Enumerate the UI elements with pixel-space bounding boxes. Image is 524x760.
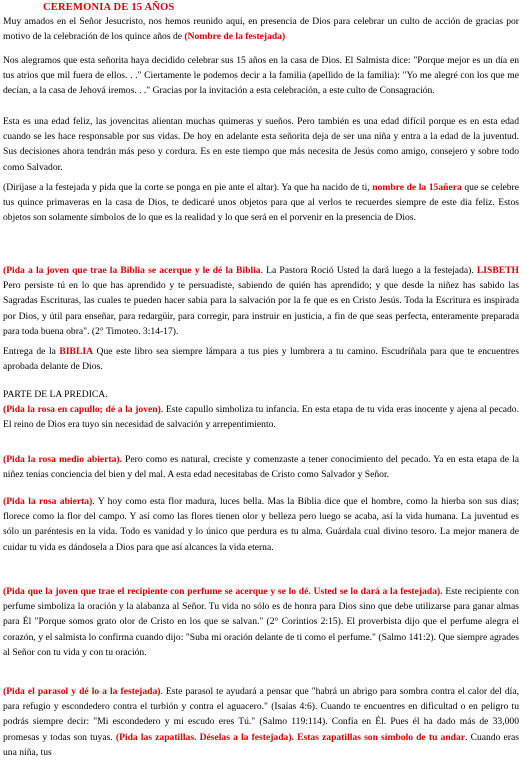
honoree-placeholder: nombre de la 15añera: [372, 182, 462, 193]
slippers-text: . Cuando eras una niña, tus: [3, 731, 519, 758]
slippers-instruction: (Pida las zapatillas. Déselas a la feste…: [115, 731, 466, 743]
rosebud-instruction: (Pida la rosa en capullo; dé a la joven): [3, 404, 161, 416]
bible-delivery-b: Que este libro sea siempre lámpara a tus…: [3, 346, 519, 373]
bible-paragraph: (Pida a la joven que trae la Biblia se a…: [3, 263, 519, 339]
rosebud-text: . Este capullo simboliza tu infancia. En…: [3, 404, 519, 431]
dedication-paragraph: (Diríjase a la festejada y pida que la c…: [3, 180, 519, 226]
honoree-name-placeholder: (Nombre de la festejada): [184, 31, 286, 43]
presenter-name: LISBETH: [476, 265, 520, 276]
parasol-paragraph: (Pida el parasol y dé lo a la festejada)…: [3, 684, 519, 760]
sermon-paragraph: PARTE DE LA PREDICA. (Pida la rosa en ca…: [3, 387, 519, 433]
bible-word: BIBLIA: [59, 346, 94, 357]
parasol-text: . Este parasol te ayudará a pensar que "…: [3, 686, 519, 743]
half-rose-text: Pero como es natural, creciste y comenza…: [3, 454, 519, 481]
parasol-instruction: (Pida el parasol y dé lo a la festejada): [3, 686, 161, 697]
open-rose-text: . Y hoy como esta flor madura, luces bel…: [3, 496, 519, 553]
document-title: CEREMONIA DE 15 AÑOS: [43, 2, 175, 13]
bible-delivery-paragraph: Entrega de la BIBLIA Que este libro sea …: [3, 344, 519, 374]
youth-paragraph: Esta es una edad feliz, las jovencitas a…: [3, 116, 519, 173]
bible-text-b: Pero persiste tú en lo que has aprendido…: [3, 280, 519, 337]
bible-instruction: (Pida a la joven que trae la Biblia se a…: [3, 265, 261, 276]
half-rose-instruction: (Pida la rosa medio abierta).: [3, 454, 122, 465]
perfume-paragraph: (Pida que la joven que trae el recipient…: [3, 584, 519, 660]
perfume-text: Este recipiente con perfume simboliza la…: [3, 586, 519, 658]
sermon-heading: PARTE DE LA PREDICA.: [3, 389, 108, 400]
bible-text-a: . La Pastora Roció Usted la dará luego a…: [260, 265, 477, 276]
welcome-paragraph: Nos alegramos que esta señorita haya dec…: [3, 55, 519, 97]
bible-delivery-a: Entrega de la: [3, 346, 60, 357]
intro-text: Muy amados en el Señor Jesucristo, nos h…: [3, 16, 519, 43]
dedication-text-b: que se celebre tus quince primaveras en …: [3, 182, 520, 224]
perfume-instruction: (Pida que la joven que trae el recipient…: [3, 586, 443, 597]
dedication-text-a: (Diríjase a la festejada y pida que la c…: [3, 182, 373, 193]
open-rose-paragraph: (Pida la rosa abierta). Y hoy como esta …: [3, 494, 519, 555]
half-open-rose-paragraph: (Pida la rosa medio abierta). Pero como …: [3, 452, 519, 482]
open-rose-instruction: (Pida la rosa abierta): [3, 496, 93, 507]
intro-paragraph: Muy amados en el Señor Jesucristo, nos h…: [3, 14, 519, 44]
